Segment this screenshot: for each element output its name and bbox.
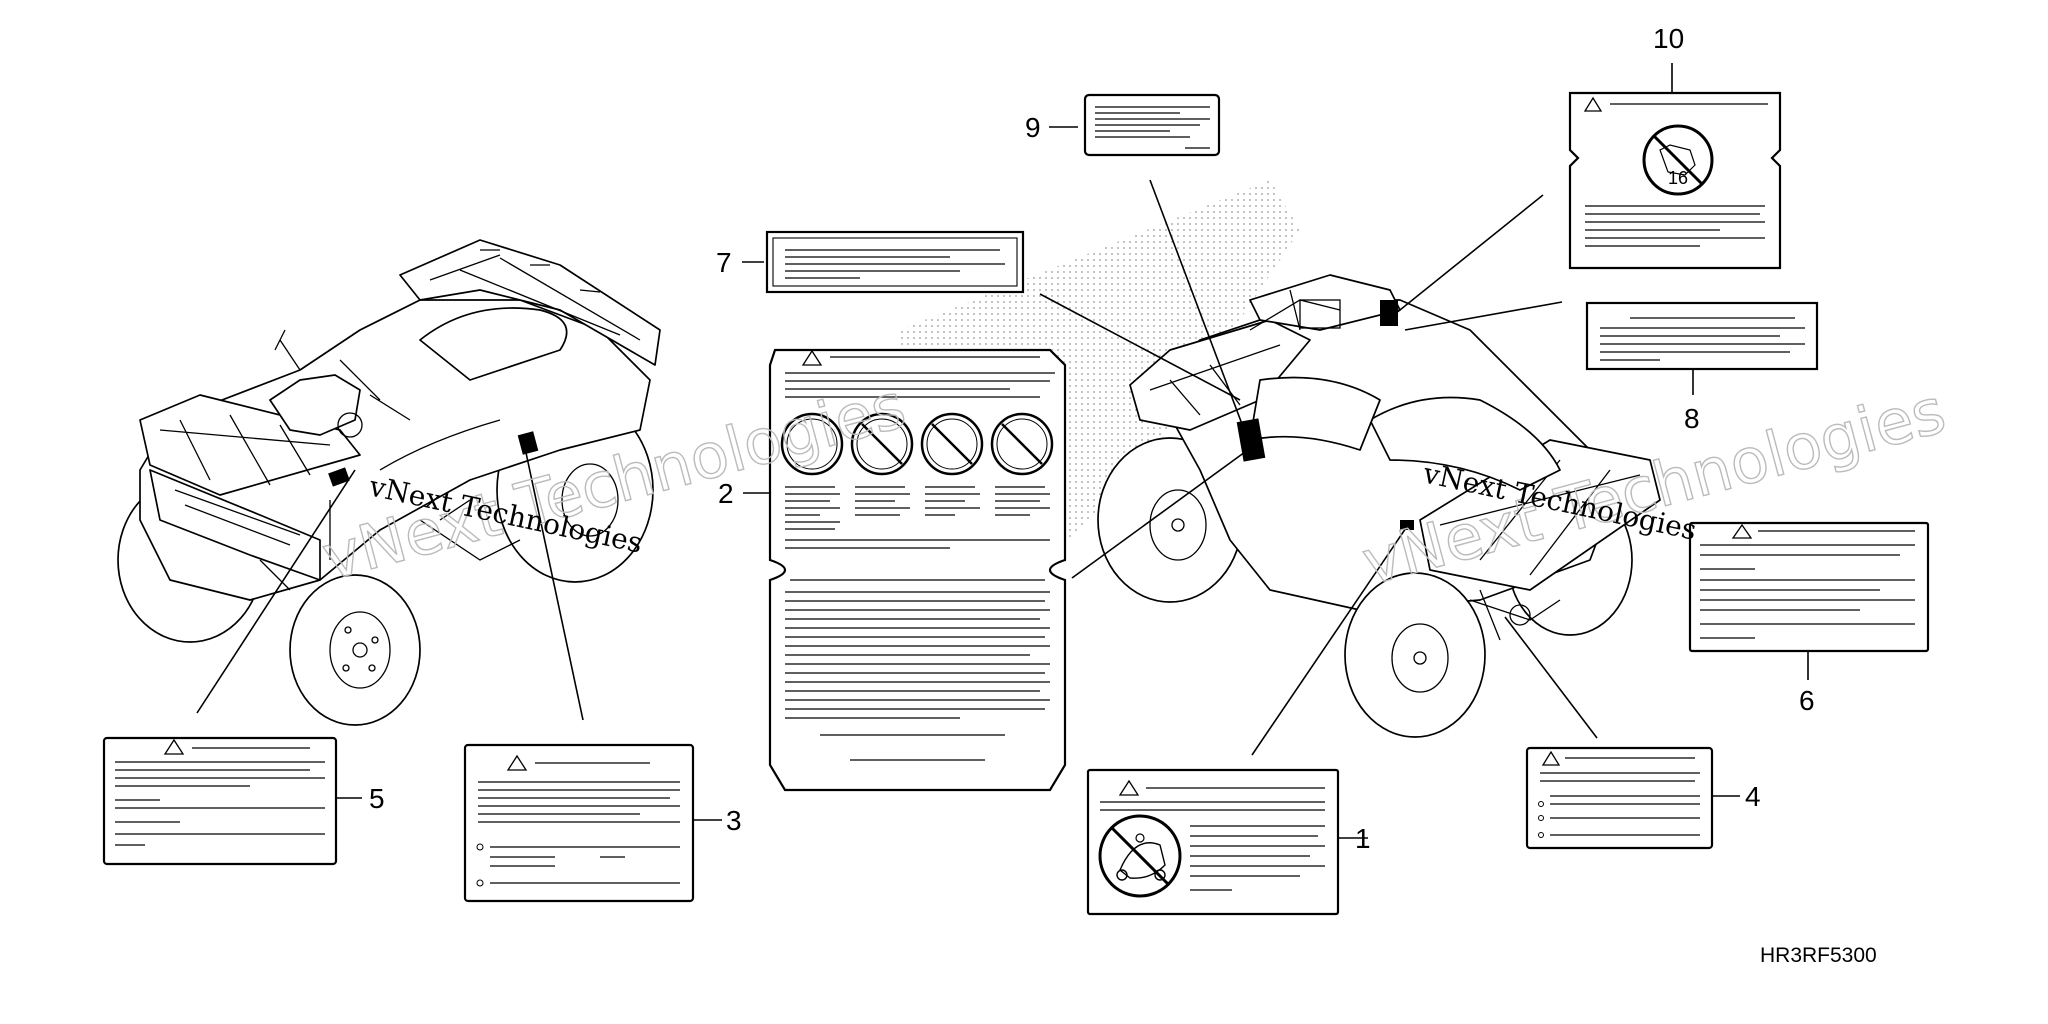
callout-10: 10 <box>1653 23 1684 54</box>
atv-rear-view <box>1097 274 1661 738</box>
label-3 <box>463 743 695 903</box>
callout-4: 4 <box>1745 781 1761 812</box>
warning-triangle-icon <box>801 349 823 366</box>
prohibited-circle-icon <box>850 412 914 476</box>
callout-8: 8 <box>1684 403 1700 434</box>
no-passenger-icon <box>1098 814 1182 898</box>
atv-front-view <box>117 239 661 726</box>
callout-numbers: 1 2 3 4 5 6 7 8 9 10 <box>369 23 1815 854</box>
label-1 <box>1086 768 1340 916</box>
warning-triangle-icon <box>1118 779 1140 796</box>
leader-lines <box>196 63 1809 839</box>
svg-text:16: 16 <box>1668 168 1688 188</box>
warning-triangle-icon <box>1731 523 1753 539</box>
label-4 <box>1525 746 1714 850</box>
prohibited-circle-icon <box>780 412 844 476</box>
label-6 <box>1688 521 1930 653</box>
callout-3: 3 <box>726 805 742 836</box>
age-16-prohibited-icon: 16 <box>1642 124 1714 196</box>
callout-9: 9 <box>1025 112 1041 143</box>
label-9 <box>1083 93 1221 157</box>
callout-5: 5 <box>369 783 385 814</box>
label-5 <box>102 736 338 866</box>
label-10: 16 <box>1568 91 1782 270</box>
prohibited-circle-icon <box>920 412 984 476</box>
warning-triangle-icon <box>506 754 528 771</box>
callout-6: 6 <box>1799 685 1815 716</box>
callout-1: 1 <box>1355 823 1371 854</box>
warning-triangle-icon <box>163 738 185 755</box>
prohibited-circle-icon <box>990 412 1054 476</box>
callout-2: 2 <box>718 478 734 509</box>
label-8 <box>1585 301 1819 371</box>
label-7 <box>765 230 1025 294</box>
label-2 <box>768 348 1067 792</box>
warning-triangle-icon <box>1541 750 1561 766</box>
warning-triangle-icon <box>1583 96 1603 112</box>
callout-7: 7 <box>716 247 732 278</box>
part-code: HR3RF5300 <box>1760 944 1877 967</box>
